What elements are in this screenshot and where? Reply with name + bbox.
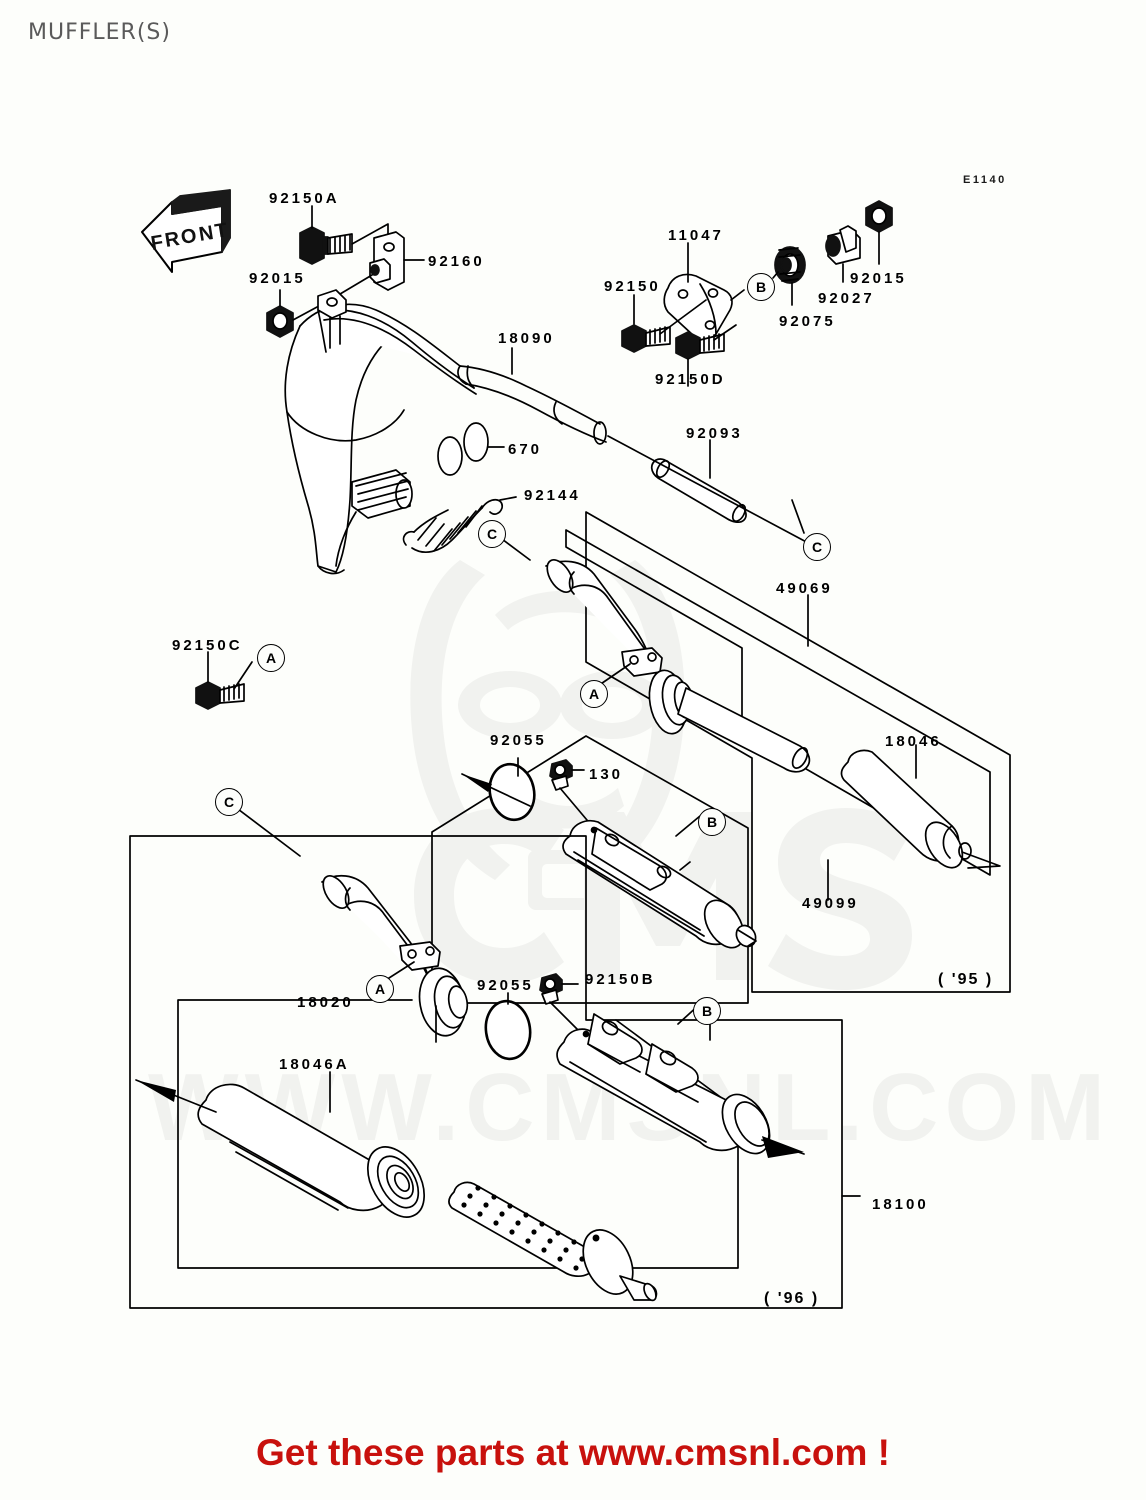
clamp-130: [549, 759, 593, 827]
callout-B-mid: B: [698, 808, 726, 836]
collar-92027: [825, 225, 861, 283]
part-label-92144: 92144: [524, 487, 581, 504]
part-label-92150A: 92150A: [269, 190, 340, 207]
part-label-49069: 49069: [776, 580, 833, 597]
part-label-92015-left: 92015: [249, 270, 306, 287]
part-label-92150C: 92150C: [172, 637, 243, 654]
perforated-core: [448, 1181, 658, 1302]
muffler-body-18100: [556, 1009, 861, 1197]
year-96: ( '96 ): [764, 1290, 820, 1307]
part-label-18090: 18090: [498, 330, 555, 347]
damper-92075: [774, 246, 806, 306]
oring-92055-lower: [484, 992, 532, 1061]
bolt-92150: [621, 294, 707, 353]
callout-A-mid: A: [580, 680, 608, 708]
callout-A-lower: A: [366, 975, 394, 1003]
spring-92144: [402, 496, 517, 553]
callout-B-top: B: [747, 273, 775, 301]
bracket-11047: [663, 242, 733, 342]
oring-92055-upper: [461, 757, 536, 822]
part-label-18100: 18100: [872, 1196, 929, 1213]
svg-text:F: F: [149, 231, 165, 255]
part-label-92093: 92093: [686, 425, 743, 442]
part-label-18046A: 18046A: [279, 1056, 350, 1073]
part-label-670: 670: [508, 441, 543, 458]
part-label-130: 130: [589, 766, 624, 783]
svg-text:O: O: [179, 225, 198, 249]
callout-C-left: C: [478, 520, 506, 548]
svg-text:R: R: [163, 228, 181, 252]
part-label-92150B: 92150B: [585, 971, 656, 988]
svg-text:T: T: [213, 219, 229, 243]
muffler-body-49099: [562, 819, 829, 949]
frame-96-outer: [129, 835, 843, 1309]
gasket-rings-670: [437, 422, 505, 476]
packing-18046: [840, 744, 1001, 869]
bolt-92150B: [539, 973, 583, 1035]
part-label-92055-lower: 92055: [477, 977, 534, 994]
tube-92093: [607, 435, 813, 546]
part-label-49099: 49099: [802, 895, 859, 912]
part-label-92160: 92160: [428, 253, 485, 270]
pipe-18020: [321, 874, 469, 1043]
callout-C-lower: C: [215, 788, 243, 816]
callout-C-right: C: [803, 533, 831, 561]
part-label-92055-upper: 92055: [490, 732, 547, 749]
sheet-code: E1140: [963, 174, 1007, 186]
silencer-body-49069: [545, 558, 811, 773]
callout-B-lower: B: [693, 997, 721, 1025]
svg-text:N: N: [197, 222, 215, 246]
expansion-chamber-18090: [284, 289, 477, 575]
part-label-92027: 92027: [818, 290, 875, 307]
part-label-11047: 11047: [668, 227, 724, 244]
part-label-92150: 92150: [604, 278, 661, 295]
bolt-92150D: [675, 324, 737, 387]
packing-18046A: [135, 1071, 426, 1218]
bolt-92150A: [299, 205, 353, 265]
callout-leaders: [225, 499, 805, 1025]
part-label-18046: 18046: [885, 733, 942, 750]
nut-92015-right: [865, 200, 893, 265]
part-label-18020: 18020: [297, 994, 354, 1011]
bolt-92150C: [195, 651, 253, 710]
connector-pipe-18090: [457, 347, 607, 445]
mount-92160: [369, 231, 425, 291]
part-label-92150D: 92150D: [655, 371, 726, 388]
year-95: ( '95 ): [938, 971, 994, 988]
part-label-92015-right: 92015: [850, 270, 907, 287]
page-title: MUFFLER(S): [28, 20, 171, 45]
front-arrow-icon: F R O N T: [141, 189, 231, 273]
part-label-92075: 92075: [779, 313, 836, 330]
callout-A-badge: A: [257, 644, 285, 672]
frame-95-outer: [585, 511, 1011, 993]
footer-cta: Get these parts at www.cmsnl.com !: [256, 1432, 890, 1473]
